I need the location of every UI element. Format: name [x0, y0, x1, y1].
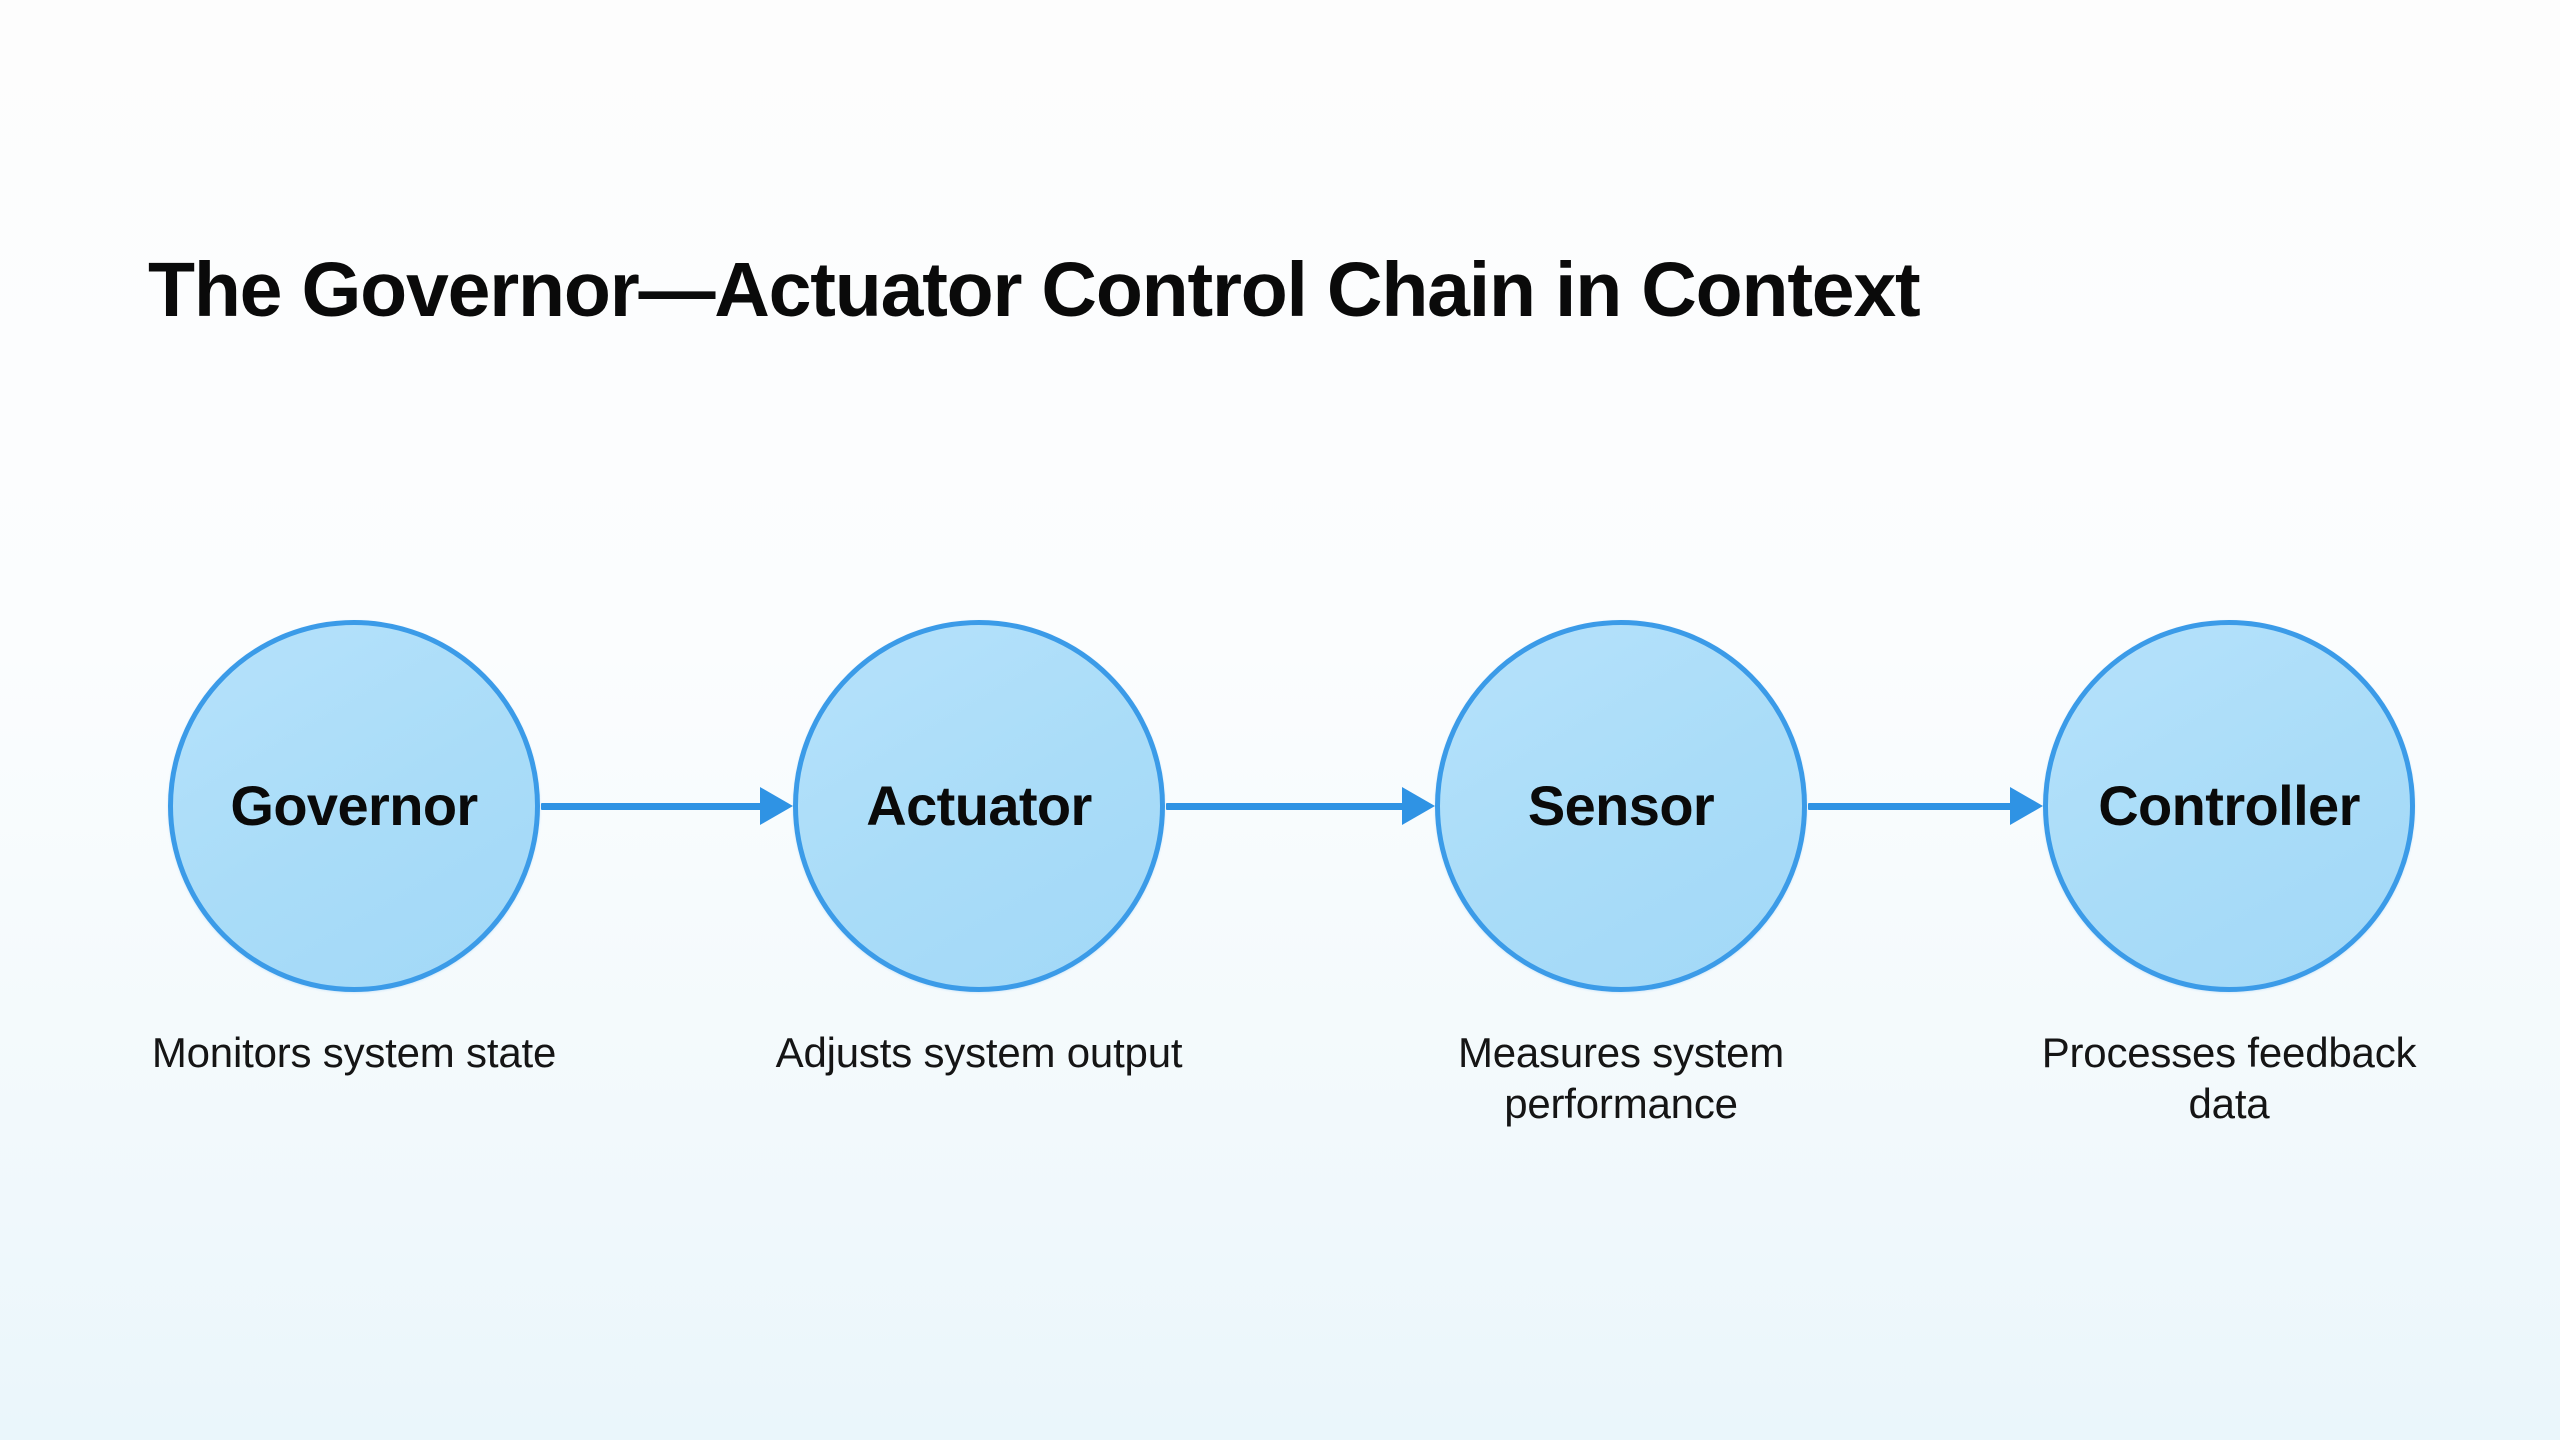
node-circle[interactable]: Sensor [1435, 620, 1807, 992]
flow-diagram: Governor Monitors system state Actuator … [0, 620, 2560, 1180]
node-label: Actuator [866, 774, 1092, 837]
node-circle[interactable]: Controller [2043, 620, 2415, 992]
node-caption: Measures system performance [1457, 1029, 1785, 1128]
node-caption: Processes feedback data [2041, 1029, 2417, 1128]
node-label: Sensor [1527, 774, 1715, 837]
node-label: Controller [2098, 774, 2360, 837]
arrow-shaft [541, 802, 761, 810]
arrow-actuator-to-sensor [1166, 786, 1435, 826]
arrow-governor-to-actuator [541, 786, 793, 826]
page-title: The Governor—Actuator Control Chain in C… [148, 246, 1921, 333]
arrow-head-icon [2010, 787, 2043, 825]
arrow-sensor-to-controller [1808, 786, 2043, 826]
arrow-head-icon [760, 787, 793, 825]
arrow-shaft [1166, 802, 1403, 810]
flow-node-controller[interactable]: Controller Processes feedback data [2042, 620, 2416, 1129]
arrow-shaft [1808, 802, 2011, 810]
arrow-head-icon [1402, 787, 1435, 825]
flow-node-governor[interactable]: Governor Monitors system state [152, 620, 556, 1078]
node-circle[interactable]: Actuator [793, 620, 1165, 992]
node-caption: Monitors system state [151, 1029, 557, 1076]
flow-node-sensor[interactable]: Sensor Measures system performance [1435, 620, 1807, 1129]
node-caption: Adjusts system output [775, 1029, 1183, 1076]
node-label: Governor [230, 774, 478, 837]
node-circle[interactable]: Governor [168, 620, 540, 992]
flow-node-actuator[interactable]: Actuator Adjusts system output [776, 620, 1183, 1078]
